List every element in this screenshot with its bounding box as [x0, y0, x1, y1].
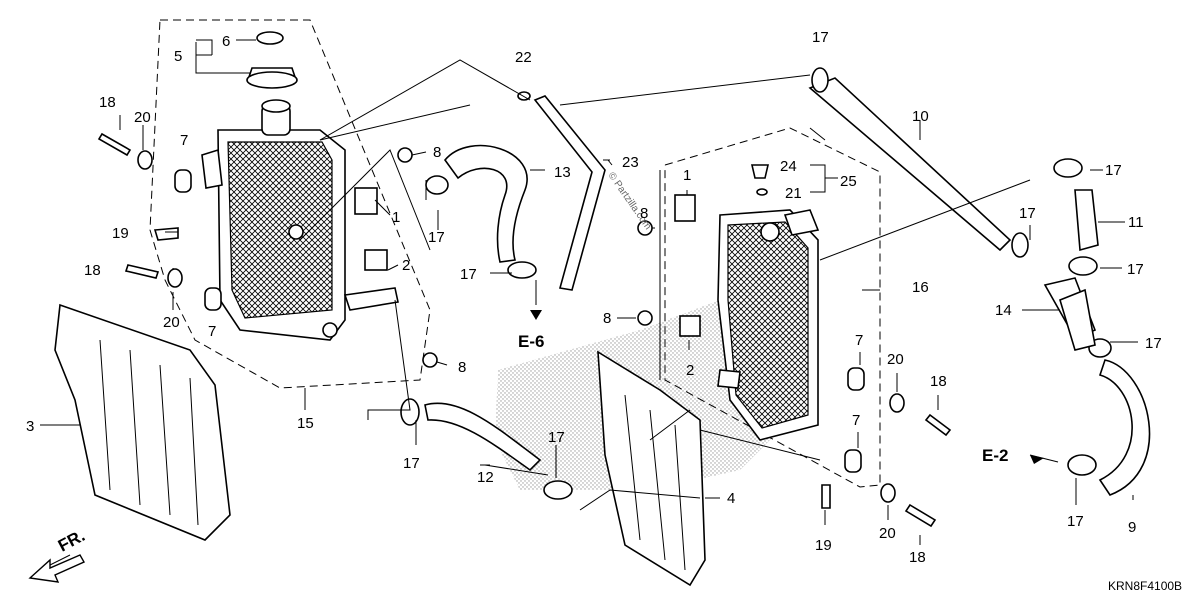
callout-17[interactable]: 17 [1067, 513, 1084, 530]
callout-8[interactable]: 8 [640, 205, 648, 222]
callout-7[interactable]: 7 [855, 332, 863, 349]
bolts-18 [97, 132, 952, 528]
callout-23[interactable]: 23 [622, 154, 639, 171]
water-pipe-14 [1059, 288, 1096, 351]
callout-18[interactable]: 18 [99, 94, 116, 111]
callout-2[interactable]: 2 [402, 257, 410, 274]
callout-24[interactable]: 24 [780, 158, 797, 175]
callout-18[interactable]: 18 [84, 262, 101, 279]
callout-12[interactable]: 12 [477, 469, 494, 486]
callout-7[interactable]: 7 [180, 132, 188, 149]
callout-17[interactable]: 17 [1145, 335, 1162, 352]
callout-2[interactable]: 2 [686, 362, 694, 379]
callout-17[interactable]: 17 [460, 266, 477, 283]
callout-8[interactable]: 8 [603, 310, 611, 327]
washers-20 [137, 150, 905, 503]
callout-16[interactable]: 16 [912, 279, 929, 296]
callout-17[interactable]: 17 [548, 429, 565, 446]
reference-e6[interactable]: E-6 [518, 332, 544, 351]
left-radiator [201, 99, 399, 341]
callout-15[interactable]: 15 [297, 415, 314, 432]
callout-17[interactable]: 17 [1127, 261, 1144, 278]
reference-e2-arrow [1030, 455, 1044, 464]
collar-8 [397, 147, 653, 368]
clip-19 [153, 227, 831, 509]
drawing-code: KRN8F4100B [1108, 579, 1182, 593]
callout-17[interactable]: 17 [812, 29, 829, 46]
callout-8[interactable]: 8 [458, 359, 466, 376]
callout-17[interactable]: 17 [403, 455, 420, 472]
callout-11[interactable]: 11 [1128, 214, 1144, 231]
callout-17[interactable]: 17 [1105, 162, 1122, 179]
callout-13[interactable]: 13 [554, 164, 571, 181]
seal-pads [354, 187, 701, 337]
callout-6[interactable]: 6 [222, 33, 230, 50]
callout-17[interactable]: 17 [1019, 205, 1036, 222]
left-shroud [54, 303, 231, 541]
callout-7[interactable]: 7 [208, 323, 216, 340]
callout-20[interactable]: 20 [163, 314, 180, 331]
callout-3[interactable]: 3 [26, 418, 34, 435]
radiator-cap [246, 31, 298, 89]
callout-numbers: 1 1 2 2 3 4 5 6 7 7 7 7 8 8 8 8 9 10 11 … [26, 29, 1162, 566]
callout-10[interactable]: 10 [912, 108, 929, 125]
callout-5[interactable]: 5 [174, 48, 182, 65]
callout-20[interactable]: 20 [887, 351, 904, 368]
callout-1[interactable]: 1 [392, 209, 400, 226]
front-direction-arrow [28, 554, 85, 583]
watermark: © Partzilla.com [606, 170, 654, 232]
clamps-17 [400, 67, 1112, 500]
callout-25[interactable]: 25 [840, 173, 857, 190]
right-shroud [597, 350, 706, 587]
reference-e6-arrow [530, 310, 542, 320]
leader-lines [39, 39, 1138, 571]
callout-18[interactable]: 18 [909, 549, 926, 566]
callout-9[interactable]: 9 [1128, 519, 1136, 536]
group-16-outline [664, 127, 881, 488]
callout-1[interactable]: 1 [683, 167, 691, 184]
callout-8[interactable]: 8 [433, 144, 441, 161]
right-radiator [717, 209, 820, 441]
callout-18[interactable]: 18 [930, 373, 947, 390]
callout-22[interactable]: 22 [515, 49, 532, 66]
callout-4[interactable]: 4 [727, 490, 735, 507]
callout-19[interactable]: 19 [815, 537, 832, 554]
callout-21[interactable]: 21 [785, 185, 802, 202]
callout-20[interactable]: 20 [879, 525, 896, 542]
callout-20[interactable]: 20 [134, 109, 151, 126]
group-15-outline [149, 19, 431, 389]
front-direction-label: FR. [55, 526, 88, 556]
reference-e2[interactable]: E-2 [982, 446, 1008, 465]
callout-14[interactable]: 14 [995, 302, 1012, 319]
callout-7[interactable]: 7 [852, 412, 860, 429]
callout-19[interactable]: 19 [112, 225, 129, 242]
drain-bolt [750, 164, 770, 196]
callout-17[interactable]: 17 [428, 229, 445, 246]
mount-rubber-7 [174, 169, 865, 473]
